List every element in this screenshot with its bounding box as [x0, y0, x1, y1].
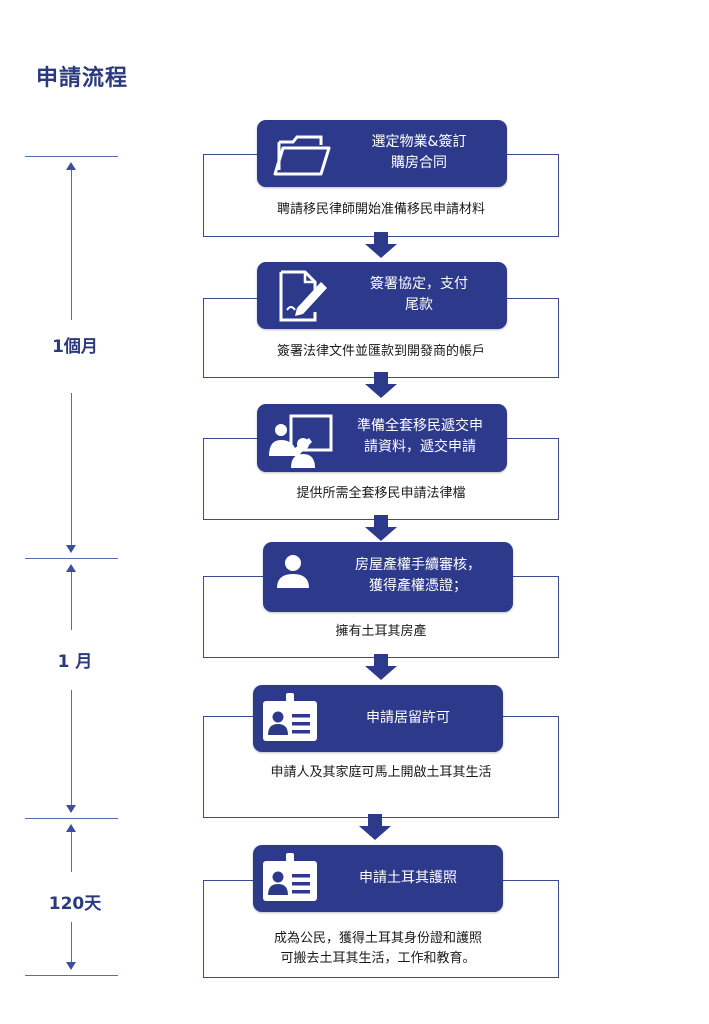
timeline-arrow-down-icon — [66, 805, 76, 813]
page-title: 申請流程 — [36, 66, 129, 91]
timeline-segment-line — [71, 393, 72, 545]
timeline-label: 1個月 — [52, 337, 98, 357]
id-card-icon — [263, 853, 317, 901]
step-description: 聘請移民律師開始准備移民申請材料 — [276, 202, 485, 217]
timeline-tick-2 — [25, 818, 118, 819]
step-title: 申請土耳其護照 — [359, 870, 457, 886]
person-icon — [277, 555, 309, 588]
timeline-tick-top — [25, 156, 118, 157]
timeline-segment-line — [71, 170, 72, 320]
timeline-segment-line — [71, 690, 72, 805]
document-sign-icon — [279, 270, 327, 322]
step-title: 簽署協定，支付 尾款 — [370, 276, 468, 313]
timeline-tick-bottom — [25, 975, 118, 976]
step-title-box: 選定物業&簽訂 購房合同 — [257, 120, 507, 187]
step-title: 準備全套移民遞交申 請資料，遞交申請 — [357, 418, 483, 455]
down-arrow-icon — [365, 372, 397, 398]
down-arrow-icon — [359, 814, 391, 840]
step-description: 簽署法律文件並匯款到開發商的帳戶 — [276, 344, 485, 359]
timeline-segment-line — [71, 572, 72, 630]
timeline-arrow-down-icon — [66, 545, 76, 553]
timeline-segment-line — [71, 922, 72, 962]
step-title: 選定物業&簽訂 購房合同 — [371, 134, 467, 171]
step-title-box: 房屋產權手續審核， 獲得產權憑證； — [263, 542, 513, 612]
step-title-box: 準備全套移民遞交申 請資料，遞交申請 — [257, 404, 507, 472]
step-description: 擁有土耳其房產 — [335, 624, 427, 639]
step-description: 提供所需全套移民申請法律檔 — [296, 486, 466, 501]
step-title-box: 簽署協定，支付 尾款 — [257, 262, 507, 329]
timeline-segment-line — [71, 832, 72, 872]
timeline-arrow-up-icon — [66, 564, 76, 572]
down-arrow-icon — [365, 232, 397, 258]
down-arrow-icon — [365, 515, 397, 541]
step-title-box: 申請居留許可 — [253, 685, 503, 752]
timeline-arrow-up-icon — [66, 162, 76, 170]
down-arrow-icon — [365, 654, 397, 680]
timeline-arrow-down-icon — [66, 962, 76, 970]
folder-icon — [273, 135, 331, 176]
id-card-icon — [263, 693, 317, 741]
timeline-label: 120天 — [48, 894, 102, 914]
step-description: 申請人及其家庭可馬上開啟土耳其生活 — [270, 765, 492, 780]
timeline-tick-1 — [25, 558, 118, 559]
timeline-label: 1 月 — [57, 652, 93, 672]
step-title: 房屋產權手續審核， 獲得產權憑證； — [355, 557, 481, 594]
step-title: 申請居留許可 — [366, 710, 450, 726]
step-description: 成為公民，獲得土耳其身份證和護照 可搬去土耳其生活，工作和教育。 — [273, 931, 482, 966]
timeline-arrow-up-icon — [66, 824, 76, 832]
step-title-box: 申請土耳其護照 — [253, 845, 503, 912]
presentation-icon — [269, 414, 333, 468]
